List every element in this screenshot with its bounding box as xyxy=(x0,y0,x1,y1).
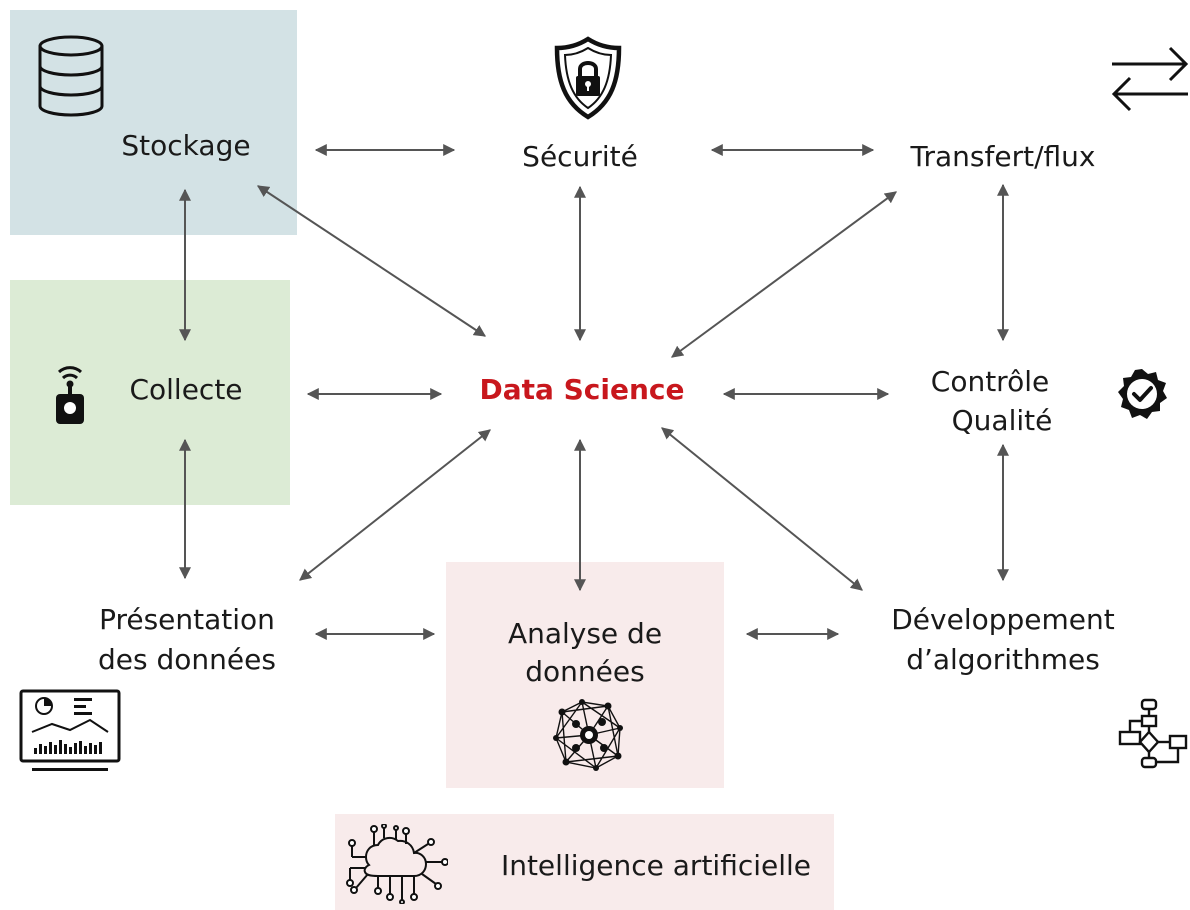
node-developpement-line1: Développement xyxy=(891,603,1115,636)
node-transfert: Transfert/flux xyxy=(910,140,1096,173)
node-controle-line2: Qualité xyxy=(951,404,1053,437)
cloud-circuit-icon xyxy=(346,824,448,904)
node-developpement-line2: d’algorithmes xyxy=(906,643,1100,676)
analysis-box xyxy=(446,562,724,788)
network-graph-icon xyxy=(553,699,623,771)
dashboard-monitor-icon xyxy=(19,689,121,771)
node-stockage: Stockage xyxy=(121,129,251,162)
node-collecte: Collecte xyxy=(129,373,243,406)
node-ia: Intelligence artificielle xyxy=(500,849,812,882)
node-data-science: Data Science xyxy=(479,373,685,406)
node-presentation-line1: Présentation xyxy=(99,603,275,636)
arrow-center-developpement xyxy=(661,427,863,591)
node-analyse-line1: Analyse de xyxy=(507,617,663,650)
database-icon xyxy=(38,35,104,117)
arrow-transfert-center xyxy=(671,191,897,358)
node-securite: Sécurité xyxy=(522,140,638,173)
arrow-center-presentation xyxy=(299,429,491,581)
node-presentation-line2: des données xyxy=(98,643,276,676)
collect-box xyxy=(10,280,290,505)
ai-box xyxy=(335,814,834,910)
shield-lock-icon xyxy=(554,36,622,120)
node-analyse-line2: données xyxy=(525,655,645,688)
arrow-stockage-center xyxy=(256,185,487,337)
transfer-arrows-icon xyxy=(1111,46,1189,112)
storage-box xyxy=(10,10,297,235)
flowchart-icon xyxy=(1118,698,1188,769)
node-controle-line1: Contrôle xyxy=(930,365,1050,398)
verified-badge-icon xyxy=(1118,369,1167,419)
wireless-sensor-icon xyxy=(56,366,84,424)
